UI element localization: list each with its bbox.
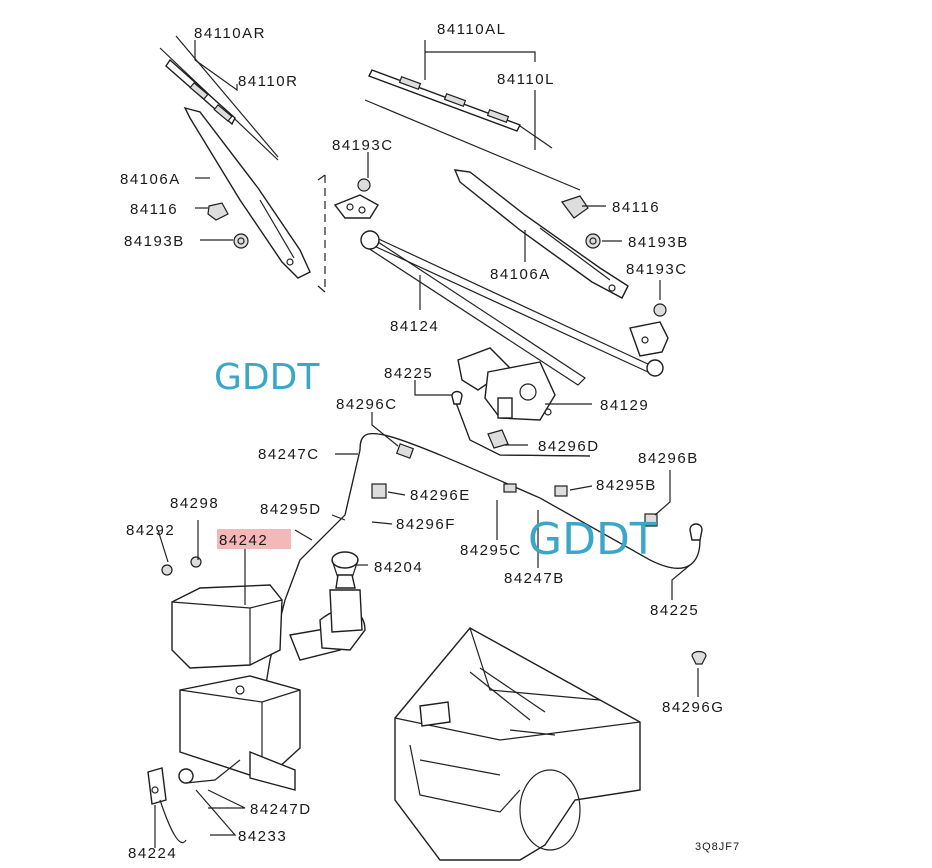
right-nut <box>585 233 601 249</box>
washer-pump <box>147 759 241 844</box>
washer-reservoir <box>161 551 366 791</box>
label-screw-298: 84298 <box>170 495 219 512</box>
watermark-left: GDDT <box>214 357 320 398</box>
watermark-right: GDDT <box>528 514 657 565</box>
left-wiper-arm <box>183 106 311 279</box>
label-wiper-blade-lh-assembly: 84110AL <box>437 21 506 38</box>
label-nut-lh: 84193B <box>124 233 185 250</box>
left-cap <box>207 202 229 221</box>
label-grommet-233: 84233 <box>238 828 287 845</box>
label-nozzle-right: 84225 <box>650 602 699 619</box>
label-cap-204: 84204 <box>374 559 423 576</box>
wiper-linkage <box>333 178 669 386</box>
label-hose-247b: 84247B <box>504 570 565 587</box>
label-wiper-arm-rh: 84106A <box>490 266 551 283</box>
label-wiper-arm-lh: 84106A <box>120 171 181 188</box>
left-nut <box>233 233 249 249</box>
label-wiper-blade-rh: 84110R <box>238 73 298 90</box>
label-wiper-blade-rh-assembly: 84110AR <box>194 25 266 42</box>
label-pump-224: 84224 <box>128 845 177 862</box>
label-clip-296d: 84296D <box>538 438 600 455</box>
car-outline <box>394 627 641 861</box>
label-nut-292: 84292 <box>126 522 175 539</box>
label-nut-center-lh: 84193C <box>332 137 394 154</box>
label-hose-247d: 84247D <box>250 801 312 818</box>
label-linkage: 84124 <box>390 318 439 335</box>
right-cap <box>561 195 589 219</box>
label-cap-rh: 84116 <box>612 199 660 216</box>
label-clip-296f: 84296F <box>396 516 456 533</box>
reservoir-label-highlight <box>217 529 291 549</box>
label-hose-247c: 84247C <box>258 446 320 463</box>
label-cap-lh: 84116 <box>130 201 178 218</box>
label-motor: 84129 <box>600 397 649 414</box>
right-wiper-arm <box>453 169 629 299</box>
left-wiper-blade <box>159 35 279 161</box>
figure-code: 3Q8JF7 <box>695 841 740 853</box>
wiper-motor <box>457 347 556 421</box>
alignment-ticks-left <box>317 174 326 293</box>
leader-lines <box>154 40 699 848</box>
label-reservoir: 84242 <box>219 532 268 549</box>
label-nut-rh: 84193B <box>628 234 689 251</box>
right-wiper-blade <box>364 69 581 191</box>
label-connector-295b: 84295B <box>596 477 657 494</box>
label-clip-296g: 84296G <box>662 699 724 716</box>
part-labels: 84110AR 84110R 84106A 84116 84193B 84193… <box>120 21 740 862</box>
label-connector-295c: 84295C <box>460 542 522 559</box>
label-connector-295d: 84295D <box>260 501 322 518</box>
label-nozzle-left: 84225 <box>384 365 433 382</box>
label-clip-296e: 84296E <box>410 487 471 504</box>
label-clip-296c: 84296C <box>336 396 398 413</box>
label-wiper-blade-lh: 84110L <box>497 71 555 88</box>
label-nut-center-rh: 84193C <box>626 261 688 278</box>
label-clip-296b: 84296B <box>638 450 699 467</box>
